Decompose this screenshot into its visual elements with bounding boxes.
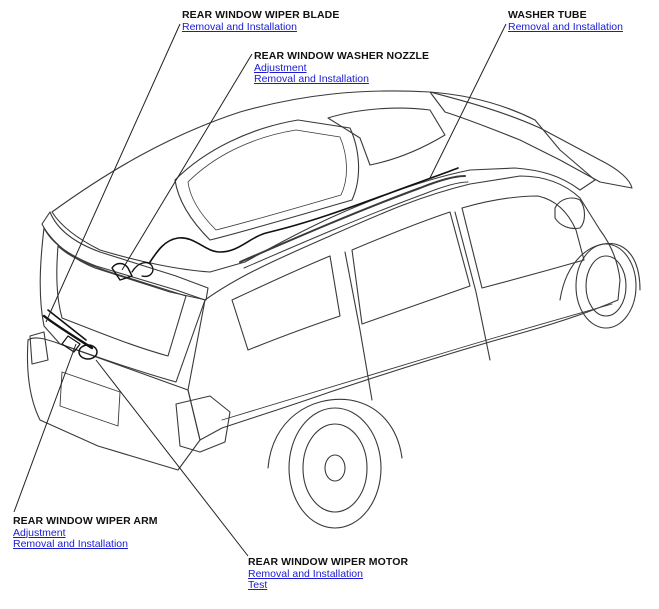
tailgate [39, 227, 206, 383]
link-removal-installation[interactable]: Removal and Installation [254, 73, 369, 85]
rear-bumper [26, 337, 201, 471]
side-body [187, 175, 621, 441]
wiper-arm [47, 309, 87, 341]
link-removal-installation[interactable]: Removal and Installation [13, 538, 128, 550]
side-window-rear-door [351, 211, 471, 325]
license-plate-area [59, 371, 121, 427]
washer-hose [149, 167, 459, 263]
callout-title: REAR WINDOW WASHER NOZZLE [254, 50, 430, 62]
leader-line-nozzle [121, 53, 253, 271]
rear-wheel-rim [302, 423, 368, 513]
callout-wiper-blade: REAR WINDOW WIPER BLADE Removal and Inst… [182, 9, 340, 33]
front-wheel [575, 243, 637, 329]
roof-rail-inner [243, 181, 469, 269]
callout-wiper-motor: REAR WINDOW WIPER MOTOR Removal and Inst… [248, 556, 409, 592]
callout-washer-tube: WASHER TUBE Removal and Installation [508, 9, 623, 33]
roof-rail [239, 175, 466, 263]
callout-title: REAR WINDOW WIPER BLADE [182, 9, 340, 21]
wiper-motor-pivot [78, 344, 98, 360]
side-mirror [554, 197, 586, 230]
leader-line-motor [95, 359, 249, 557]
rear-wheel-arch [267, 398, 403, 469]
body-crease [221, 303, 613, 421]
roof-outline [51, 90, 596, 273]
side-window-rear-quarter [231, 255, 341, 351]
rear-sunroof-inner [187, 129, 347, 231]
front-wheel-rim [585, 255, 627, 317]
door-seam-front [454, 211, 491, 361]
leader-line-blade [45, 23, 181, 323]
door-seam-rear [344, 251, 373, 401]
link-adjustment[interactable]: Adjustment [13, 526, 66, 539]
callout-title: REAR WINDOW WIPER MOTOR [248, 556, 409, 568]
link-adjustment[interactable]: Adjustment [254, 61, 307, 74]
rear-lamp-left [29, 331, 49, 365]
side-window-front-door [461, 195, 585, 289]
front-windshield [429, 91, 633, 189]
washer-nozzle-connector [131, 261, 154, 278]
rear-sunroof [174, 119, 360, 241]
leader-line-tube [429, 23, 507, 179]
rear-spoiler [41, 211, 209, 301]
callout-title: WASHER TUBE [508, 9, 587, 21]
callout-title: REAR WINDOW WIPER ARM [13, 515, 158, 527]
leader-line-arm [13, 343, 77, 513]
rear-lamp [175, 395, 231, 453]
washer-nozzle [111, 262, 133, 281]
wiper-arm-cap [61, 335, 81, 353]
callout-wiper-arm: REAR WINDOW WIPER ARM Adjustment Removal… [13, 515, 158, 551]
link-removal-installation[interactable]: Removal and Installation [182, 20, 297, 33]
callout-washer-nozzle: REAR WINDOW WASHER NOZZLE Adjustment Rem… [254, 50, 430, 86]
link-test[interactable]: Test [248, 579, 268, 591]
rear-glass [56, 245, 187, 357]
rear-wheel-hub [324, 454, 346, 482]
front-sunroof [327, 107, 446, 166]
front-wheel-arch [559, 243, 641, 301]
rear-wheel [288, 407, 382, 529]
link-removal-installation[interactable]: Removal and Installation [248, 567, 363, 580]
link-removal-installation[interactable]: Removal and Installation [508, 20, 623, 33]
